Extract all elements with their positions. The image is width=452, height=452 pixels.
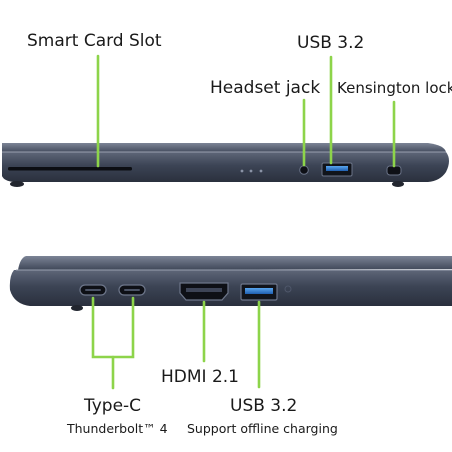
laptop-lid-bottom xyxy=(18,256,452,270)
laptop-side-top xyxy=(2,143,449,187)
rubber-foot xyxy=(71,305,83,311)
label-headset-jack: Headset jack xyxy=(210,78,320,98)
status-led-icon xyxy=(249,169,253,173)
rubber-foot xyxy=(10,181,24,187)
label-usb-top: USB 3.2 xyxy=(297,33,364,53)
label-smart-card-slot: Smart Card Slot xyxy=(27,31,162,51)
charge-indicator-icon xyxy=(284,285,292,293)
label-hdmi: HDMI 2.1 xyxy=(161,367,239,387)
headset-jack-icon xyxy=(299,165,309,175)
label-type-c: Type-C xyxy=(83,396,141,416)
label-usb-bottom: USB 3.2 xyxy=(230,396,297,416)
status-led-icon xyxy=(240,169,244,173)
rubber-foot xyxy=(392,181,404,187)
laptop-side-bottom xyxy=(9,256,452,311)
callout-bracket-type-c xyxy=(91,296,135,359)
status-led-icon xyxy=(259,169,263,173)
kensington-lock-icon xyxy=(386,165,402,176)
label-kensington-lock: Kensington lock xyxy=(337,79,452,97)
laptop-base-bottom xyxy=(9,270,452,306)
smart-card-slot-icon xyxy=(8,167,132,171)
laptop-lid-top xyxy=(2,143,446,153)
label-thunderbolt: Thunderbolt™ 4 xyxy=(66,421,168,436)
label-offline-charging: Support offline charging xyxy=(187,421,338,436)
